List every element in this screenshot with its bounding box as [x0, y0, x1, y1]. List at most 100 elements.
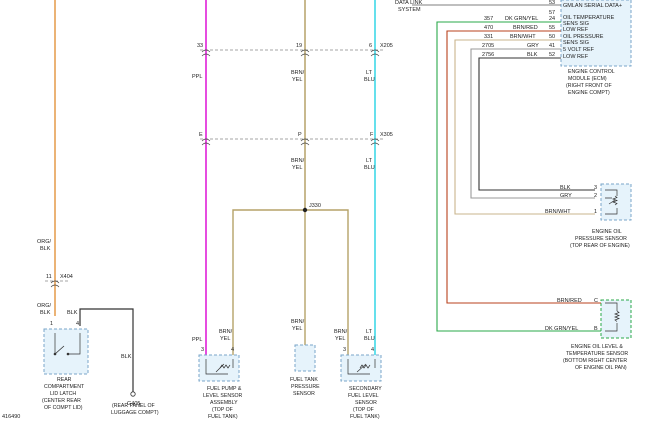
- ecm-pin-52: 52: [549, 52, 555, 58]
- wire-label-ltblu-upper-2: BLU: [364, 77, 375, 83]
- latch-box: [43, 328, 89, 375]
- wire-label-brnyel-upper-2: YEL: [292, 77, 302, 83]
- x205-pin-33: [201, 49, 211, 57]
- ecm-circuit-331: 331: [484, 34, 493, 40]
- ground-caption-1: (REAR PANEL OF: [112, 403, 155, 409]
- secondary-caption-4: (TOP OF: [353, 407, 374, 413]
- ecm-circuit-357: 357: [484, 16, 493, 22]
- ecm-row-2705: 2705 GRY 41 5 VOLT REF: [482, 43, 595, 53]
- pressure-internal: [605, 189, 618, 215]
- fuel-pump-pin-3: 3: [201, 347, 204, 353]
- fuel-pressure-caption-2: PRESSURE: [291, 384, 320, 390]
- pressure-resistor-icon: [612, 195, 618, 206]
- fuel-pump-caption-3: ASSEMBLY: [210, 400, 238, 406]
- splice-j330-label: J330: [309, 203, 321, 209]
- latch-caption-4: (CENTER REAR: [42, 398, 81, 404]
- fuel-pressure-caption-3: SENSOR: [293, 391, 315, 397]
- ecm-row-357: 357 DK GRN/YEL 24 OIL TEMPERATURE SENS S…: [484, 15, 615, 27]
- latch-pin-4: 4: [76, 321, 79, 327]
- oil-level-caption-1: ENGINE OIL LEVEL &: [571, 344, 623, 350]
- oil-level-internal: [605, 302, 618, 332]
- ecm-caption-3: (RIGHT FRONT OF: [566, 83, 612, 89]
- wire-357-dk-grn-yel: [436, 21, 566, 332]
- latch-switch-pivot: [53, 352, 57, 356]
- latch-caption-2: COMPARTMENT: [44, 384, 85, 390]
- fuel-pump-caption-5: FUEL TANK): [208, 414, 238, 420]
- x305-pin-p: [300, 138, 310, 146]
- ecm-circuit-470: 470: [484, 25, 493, 31]
- x305-pin-e-label: E: [199, 132, 203, 138]
- x404-label: X404: [60, 274, 73, 280]
- wire-470-brn-red: [446, 30, 566, 304]
- wire-label-orgblk-lower-1: ORG/: [37, 303, 52, 309]
- wire-label-ppl-upper: PPL: [192, 74, 202, 80]
- ecm-caption-1: ENGINE CONTROL: [568, 69, 615, 75]
- x205-pin-19: [300, 49, 310, 57]
- secondary-pin-4: 4: [371, 347, 374, 353]
- ecm-row-2756: 2756 BLK 52 LOW REF: [482, 52, 589, 60]
- x305-pin-p-label: P: [298, 132, 302, 138]
- oil-level-wire-brnred: BRN/RED: [557, 298, 582, 304]
- ecm-label-low-ref-2: LOW REF: [563, 54, 589, 60]
- ecm-wire-color-gry: GRY: [527, 43, 539, 49]
- ecm-wire-color-blk: BLK: [527, 52, 538, 58]
- pressure-pin-2: 2: [594, 193, 597, 199]
- ecm-row-331: 331 BRN/WHT 50 OIL PRESSURE SENS SIG: [484, 34, 604, 46]
- latch-pin-1: 1: [50, 321, 53, 327]
- secondary-internal: [347, 359, 376, 375]
- ecm-pin-55: 55: [549, 25, 555, 31]
- fuel-pressure-caption-1: FUEL TANK: [290, 377, 318, 383]
- ecm-wire-color-brnwht: BRN/WHT: [510, 34, 536, 40]
- wire-label-ltblu-lower-2: BLU: [364, 336, 375, 342]
- x404-pin-11-label: 11: [46, 274, 52, 280]
- pressure-wire-brnwht: BRN/WHT: [545, 209, 571, 215]
- wire-label-blk-latch: BLK: [67, 310, 78, 316]
- ground-g405-label: G405: [127, 401, 140, 407]
- secondary-caption-5: FUEL TANK): [350, 414, 380, 420]
- wire-label-brnyel-mid-1: BRN/: [291, 158, 305, 164]
- oil-level-caption-2: TEMPERATURE SENSOR: [566, 351, 628, 357]
- wire-331-brn-wht: [454, 39, 566, 215]
- x205-pin-33-label: 33: [197, 43, 203, 49]
- x305-pin-f: [370, 138, 380, 146]
- wire-brn-yel-to-pump: [232, 209, 305, 355]
- fuel-pump-internal: [205, 359, 234, 375]
- ecm-pin-57: 57: [549, 10, 555, 16]
- ecm-label-oil-pressure: OIL PRESSURE: [563, 34, 604, 40]
- wire-label-ppl-lower: PPL: [192, 337, 202, 343]
- latch-switch-icon: [54, 345, 65, 355]
- pressure-wire-gry: GRY: [560, 193, 572, 199]
- ecm-label-oil-temp: OIL TEMPERATURE: [563, 15, 615, 21]
- pressure-caption-2: PRESSURE SENSOR: [575, 236, 627, 242]
- wire-label-brnyel-mid-2: YEL: [292, 165, 302, 171]
- ecm-label-low-ref-1: LOW REF: [563, 27, 589, 33]
- splice-j330-dot: [302, 207, 308, 213]
- fuel-pump-pin-4: 4: [231, 347, 234, 353]
- x205-pin-6-label: 6: [369, 43, 372, 49]
- ecm-wire-color-brnred: BRN/RED: [513, 25, 538, 31]
- wire-label-ltblu-lower-1: LT: [366, 329, 373, 335]
- wire-label-ltblu-upper-1: LT: [366, 70, 373, 76]
- x305-pin-f-label: F: [370, 132, 374, 138]
- ecm-circuit-2756: 2756: [482, 52, 494, 58]
- secondary-wiper-arrow: [356, 363, 367, 373]
- latch-caption-1: REAR: [57, 377, 72, 383]
- secondary-pin-3: 3: [343, 347, 346, 353]
- wire-label-brnyel-upper-1: BRN/: [291, 70, 305, 76]
- figure-id: 416490: [2, 414, 20, 420]
- ecm-pin-53: 53: [549, 0, 555, 6]
- ecm-caption-2: MODULE (ECM): [568, 76, 607, 82]
- ground-caption-2: LUGGAGE COMPT): [111, 410, 159, 416]
- oil-level-pin-c: C: [594, 298, 598, 304]
- ecm-pin-50: 50: [549, 34, 555, 40]
- ecm-top-line-2: SYSTEM: [398, 7, 421, 13]
- ground-g405-icon: [130, 391, 136, 397]
- pressure-sensor-box: [600, 183, 632, 221]
- ecm-pin-41: 41: [549, 43, 555, 49]
- fuel-pump-caption-2: LEVEL SENSOR: [203, 393, 243, 399]
- wire-2756-blk: [478, 57, 595, 191]
- ecm-gmlan-label: GMLAN SERIAL DATA+: [563, 3, 622, 9]
- secondary-caption-1: SECONDARY: [349, 386, 382, 392]
